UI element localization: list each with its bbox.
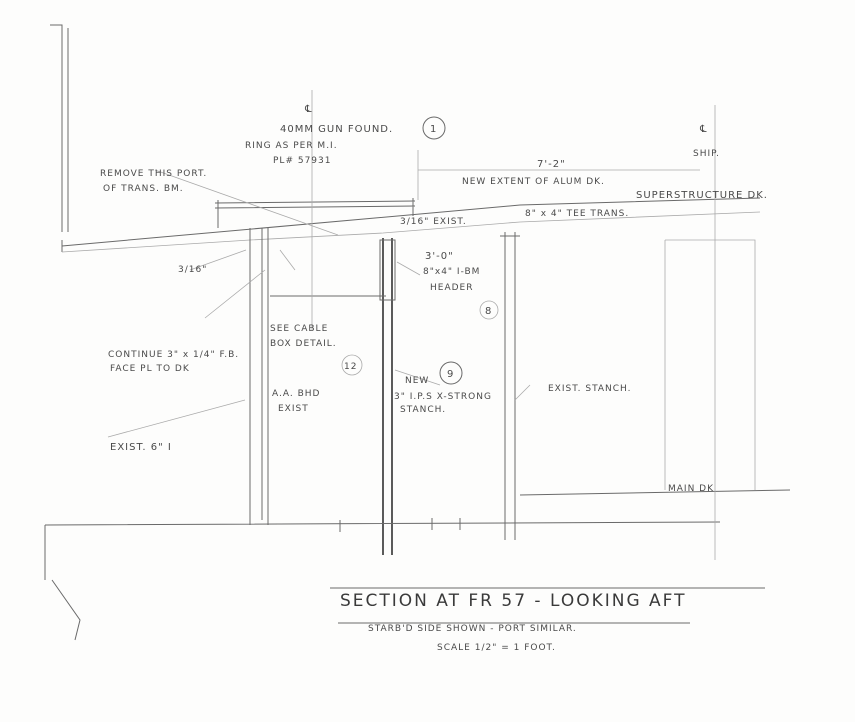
drawing-title: SECTION AT FR 57 - LOOKING AFT [340, 591, 687, 611]
gun-foundation-label: 40MM GUN FOUND. [280, 124, 393, 135]
drawing-scale: SCALE 1/2" = 1 FOOT. [437, 643, 556, 653]
centerline-ship-symbol: ℄ [699, 124, 707, 135]
structure [44, 24, 791, 641]
centerline-gun-symbol: ℄ [304, 104, 312, 115]
ips-label: 3" I.P.S X-STRONG [394, 392, 492, 402]
callout-1: 1 [430, 124, 437, 135]
callout-9: 9 [447, 369, 454, 380]
ship-label: SHIP. [693, 149, 720, 159]
dimension-7-2: 7'-2" [537, 159, 566, 170]
aa-exist-label: EXIST [278, 404, 309, 414]
remove-label-1: REMOVE THIS PORT. [100, 169, 207, 179]
superstructure-deck-label: SUPERSTRUCTURE DK. [636, 190, 768, 201]
exist-6i-label: EXIST. 6" I [110, 442, 172, 453]
ring-label: RING AS PER M.I. [245, 141, 338, 151]
tee-trans-label: 8" x 4" TEE TRANS. [525, 209, 629, 219]
ibeam-label: 8"x4" I-BM [423, 267, 480, 277]
weld-left-label: 3/16" [178, 265, 207, 275]
continue-label-1: CONTINUE 3" x 1/4" F.B. [108, 350, 239, 360]
drawing-subtitle: STARB'D SIDE SHOWN - PORT SIMILAR. [368, 624, 577, 634]
callout-8: 8 [485, 306, 492, 317]
header-label: HEADER [430, 283, 473, 293]
new-extent-label: NEW EXTENT OF ALUM DK. [462, 177, 605, 187]
box-detail-label: BOX DETAIL. [270, 339, 337, 349]
weld-exist-label: 3/16" EXIST. [400, 217, 467, 227]
callout-12: 12 [344, 362, 357, 372]
pl-label: PL# 57931 [273, 156, 331, 166]
continue-label-2: FACE PL TO DK [110, 364, 190, 374]
main-deck-label: MAIN DK [668, 484, 714, 494]
dimension-3-0: 3'-0" [425, 251, 454, 262]
aa-bhd-label: A.A. BHD [272, 389, 320, 399]
exist-stanch-label: EXIST. STANCH. [548, 384, 632, 394]
new-label: NEW [405, 376, 429, 386]
remove-label-2: OF TRANS. BM. [103, 184, 184, 194]
stanch-label: STANCH. [400, 405, 446, 415]
see-cable-label: SEE CABLE [270, 324, 328, 334]
